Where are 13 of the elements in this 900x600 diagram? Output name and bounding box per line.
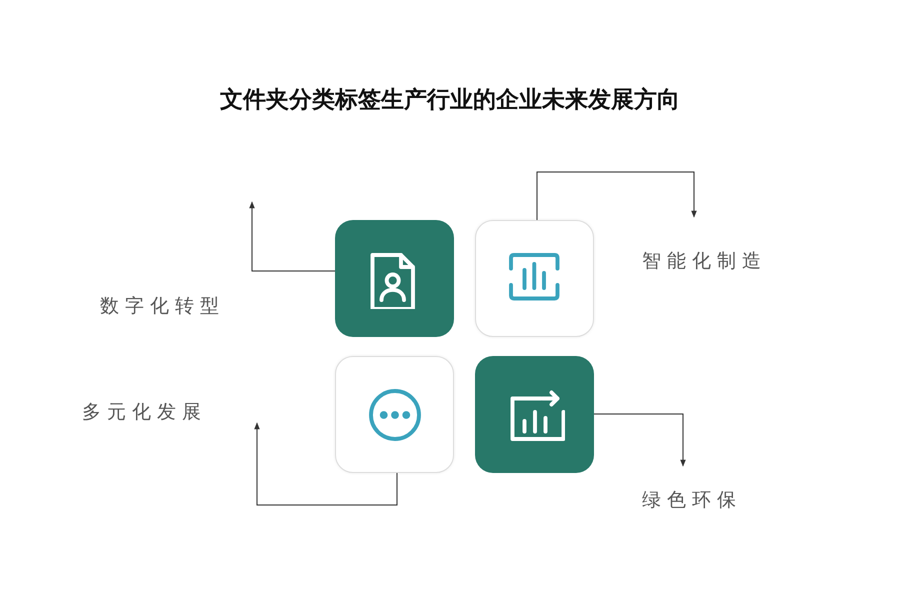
direction-label: 绿色环保 — [642, 488, 742, 513]
arrow — [594, 414, 686, 467]
arrow — [254, 422, 398, 506]
icon-tile — [475, 356, 594, 473]
direction-label: 多元化发展 — [82, 400, 207, 425]
icon-tile — [475, 220, 594, 337]
arrow — [249, 201, 336, 272]
icon-tile — [335, 356, 454, 473]
icon-tile — [335, 220, 454, 337]
direction-label: 智能化制造 — [642, 249, 767, 274]
direction-label: 数字化转型 — [100, 294, 225, 319]
title: 文件夹分类标签生产行业的企业未来发展方向 — [219, 85, 681, 115]
arrow — [536, 172, 697, 220]
